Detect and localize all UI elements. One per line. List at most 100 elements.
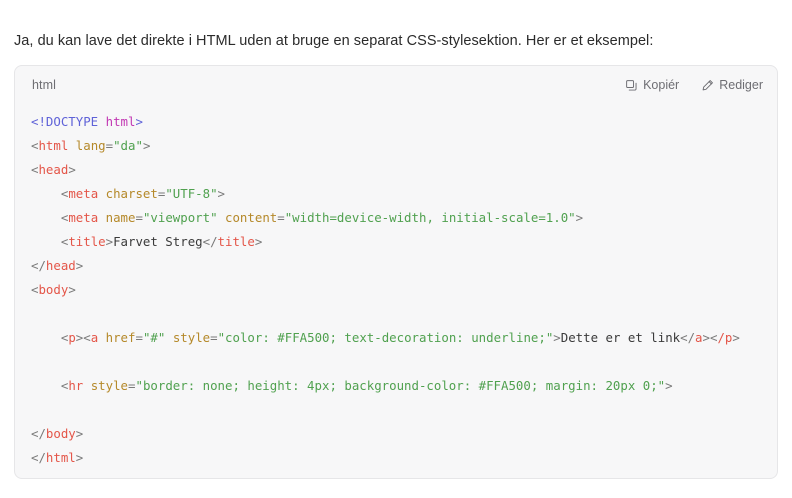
code-token: = [105, 138, 114, 153]
code-token: >< [702, 330, 718, 345]
code-token: > [254, 234, 263, 249]
code-token: = [210, 330, 218, 345]
edit-button[interactable]: Rediger [701, 78, 763, 92]
copy-icon [625, 79, 638, 92]
code-content[interactable]: <!DOCTYPE html><html lang="da"><head> <m… [15, 104, 777, 478]
code-token: charset [105, 186, 158, 201]
code-token: "da" [113, 138, 143, 153]
code-token: > [135, 114, 143, 129]
code-token: < [31, 378, 69, 393]
code-token: = [135, 330, 143, 345]
code-line: </head> [31, 254, 761, 278]
code-token: < [31, 162, 39, 177]
code-token: > [217, 186, 225, 201]
code-token: style [172, 330, 211, 345]
code-token: "border: none; height: 4px; background-c… [135, 378, 666, 393]
code-line: </html> [31, 446, 761, 470]
code-token: "#" [142, 330, 166, 345]
code-token: = [135, 210, 143, 225]
code-token [98, 330, 105, 345]
code-language-label: html [32, 78, 57, 92]
code-token: html [38, 138, 69, 153]
pencil-icon [701, 79, 714, 92]
code-token: < [31, 234, 69, 249]
code-token: lang [75, 138, 106, 153]
code-token [83, 378, 90, 393]
code-line [31, 350, 761, 374]
code-token: < [31, 330, 69, 345]
code-token: = [277, 210, 285, 225]
code-block-card: html Kopiér [14, 65, 778, 479]
code-token: Dette er et link [560, 330, 681, 345]
code-line: <body> [31, 278, 761, 302]
code-token: "UTF-8" [165, 186, 218, 201]
code-token [98, 210, 105, 225]
code-line: <title>Farvet Streg</title> [31, 230, 761, 254]
code-token: <!DOCTYPE [31, 114, 106, 129]
code-token: body [38, 282, 69, 297]
copy-button[interactable]: Kopiér [625, 78, 679, 92]
code-token: > [732, 330, 740, 345]
code-token: > [68, 162, 76, 177]
code-token [165, 330, 172, 345]
code-token: = [157, 186, 166, 201]
copy-button-label: Kopiér [643, 78, 680, 92]
code-token: </ [202, 234, 218, 249]
code-token: = [128, 378, 136, 393]
code-token: a [90, 330, 99, 345]
code-token: /p [717, 330, 733, 345]
code-line: <hr style="border: none; height: 4px; ba… [31, 374, 761, 398]
code-line: <!DOCTYPE html> [31, 110, 761, 134]
code-token: > [75, 258, 84, 273]
code-token: hr [68, 378, 84, 393]
code-line: </body> [31, 422, 761, 446]
code-token: >< [75, 330, 91, 345]
code-token: > [75, 450, 84, 465]
code-token: name [105, 210, 136, 225]
code-token: title [217, 234, 255, 249]
code-token: < [31, 186, 69, 201]
code-token [218, 210, 225, 225]
code-token: href [105, 330, 136, 345]
code-token: a [695, 330, 703, 345]
code-token [68, 138, 75, 153]
code-token: "width=device-width, initial-scale=1.0" [284, 210, 576, 225]
code-line: <p><a href="#" style="color: #FFA500; te… [31, 326, 761, 350]
code-token: > [75, 426, 84, 441]
intro-paragraph: Ja, du kan lave det direkte i HTML uden … [14, 32, 654, 49]
code-token: meta [68, 210, 99, 225]
code-token: < [31, 210, 69, 225]
code-token: </ [31, 426, 46, 441]
code-token: > [665, 378, 673, 393]
code-token: "viewport" [142, 210, 218, 225]
code-token: > [142, 138, 151, 153]
code-token: title [68, 234, 106, 249]
code-token: > [575, 210, 584, 225]
code-token: > [105, 234, 114, 249]
code-line [31, 398, 761, 422]
code-token: > [68, 282, 76, 297]
code-line: <head> [31, 158, 761, 182]
code-line: <meta name="viewport" content="width=dev… [31, 206, 761, 230]
code-token: head [38, 162, 69, 177]
code-token: head [45, 258, 76, 273]
code-token: < [31, 282, 39, 297]
code-token: "color: #FFA500; text-decoration: underl… [217, 330, 554, 345]
code-token: meta [68, 186, 99, 201]
code-token: html [105, 114, 136, 129]
code-token: content [225, 210, 278, 225]
edit-button-label: Rediger [719, 78, 763, 92]
code-token: html [45, 450, 76, 465]
code-line [31, 302, 761, 326]
code-token [98, 186, 105, 201]
code-token: body [45, 426, 76, 441]
code-token: </ [31, 258, 46, 273]
code-token: </ [680, 330, 696, 345]
code-line: <html lang="da"> [31, 134, 761, 158]
code-line: <meta charset="UTF-8"> [31, 182, 761, 206]
code-token: </ [31, 450, 46, 465]
code-block-actions: Kopiér Rediger [625, 78, 763, 92]
code-token: Farvet Streg [113, 234, 203, 249]
code-token: style [90, 378, 129, 393]
code-token: < [31, 138, 39, 153]
